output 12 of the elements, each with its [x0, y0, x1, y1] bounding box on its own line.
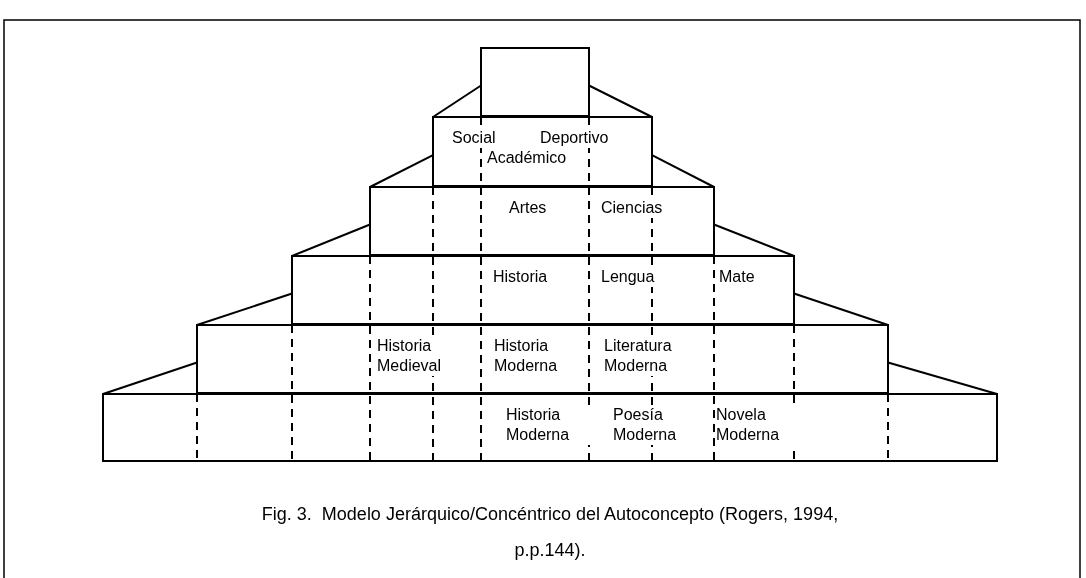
tier-label: Deportivo	[540, 128, 609, 148]
pyramid-tier	[102, 393, 998, 462]
tier-label: Historia Moderna	[506, 405, 590, 445]
pyramid-tier	[432, 116, 653, 187]
top-box	[480, 47, 590, 117]
tier-label: Social	[452, 128, 496, 148]
pyramid-tier	[196, 324, 889, 394]
figure-caption: Fig. 3. Modelo Jerárquico/Concéntrico del Autoconcepto (Rogers, 1994, p.p.144).	[260, 503, 840, 562]
pyramid-tier	[291, 255, 795, 325]
tier-label: Lengua	[601, 267, 655, 287]
tier-label: Ciencias	[601, 198, 663, 218]
pyramid-tier	[369, 186, 715, 256]
